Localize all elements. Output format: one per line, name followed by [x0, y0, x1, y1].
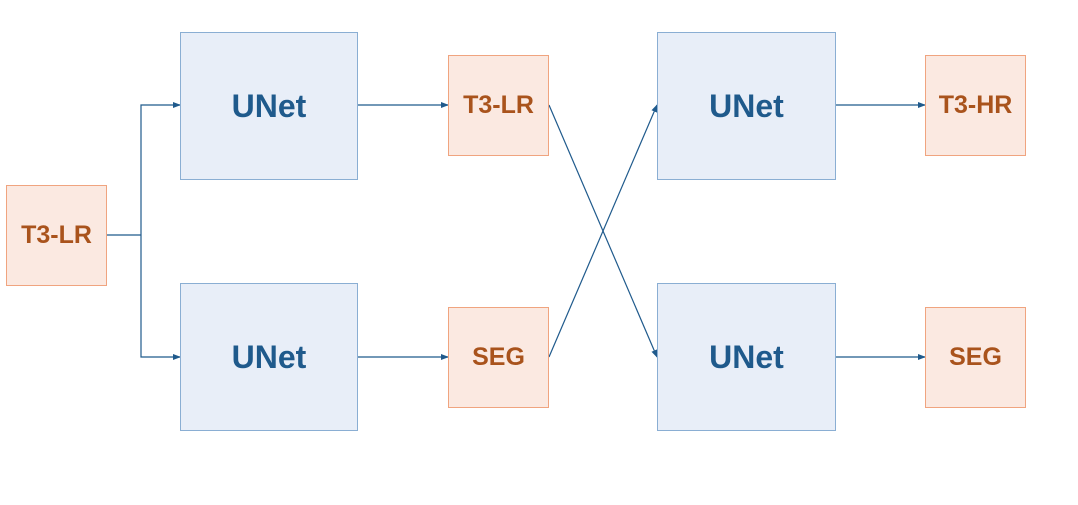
stage2-bottom-unet-label: UNet	[709, 338, 784, 375]
stage1-bottom-unet-box: UNet	[180, 283, 358, 431]
arrow-input-to-top-unet	[140, 102, 181, 235]
stage2-t3hr-output-label: T3-HR	[938, 91, 1013, 119]
stage1-bottom-unet-label: UNet	[231, 338, 307, 375]
stage2-top-unet-box: UNet	[657, 32, 836, 180]
input-t3lr-box: T3-LR	[6, 185, 107, 286]
stage2-seg-output-box: SEG	[925, 307, 1026, 408]
arrow-input-to-bottom-unet	[140, 235, 181, 360]
input-t3lr-label: T3-LR	[21, 221, 92, 249]
stage1-t3lr-output-box: T3-LR	[448, 55, 549, 156]
stage1-top-unet-label: UNet	[231, 87, 307, 124]
arrow-seg-to-top-unet	[548, 104, 658, 358]
stage1-t3lr-output-label: T3-LR	[463, 91, 534, 119]
stage1-top-unet-box: UNet	[180, 32, 358, 180]
stage1-seg-output-label: SEG	[472, 343, 525, 371]
stage2-t3hr-output-box: T3-HR	[925, 55, 1026, 156]
stage2-seg-output-label: SEG	[949, 343, 1002, 371]
stage2-top-unet-label: UNet	[709, 87, 784, 124]
stage2-bottom-unet-box: UNet	[657, 283, 836, 431]
stage1-seg-output-box: SEG	[448, 307, 549, 408]
